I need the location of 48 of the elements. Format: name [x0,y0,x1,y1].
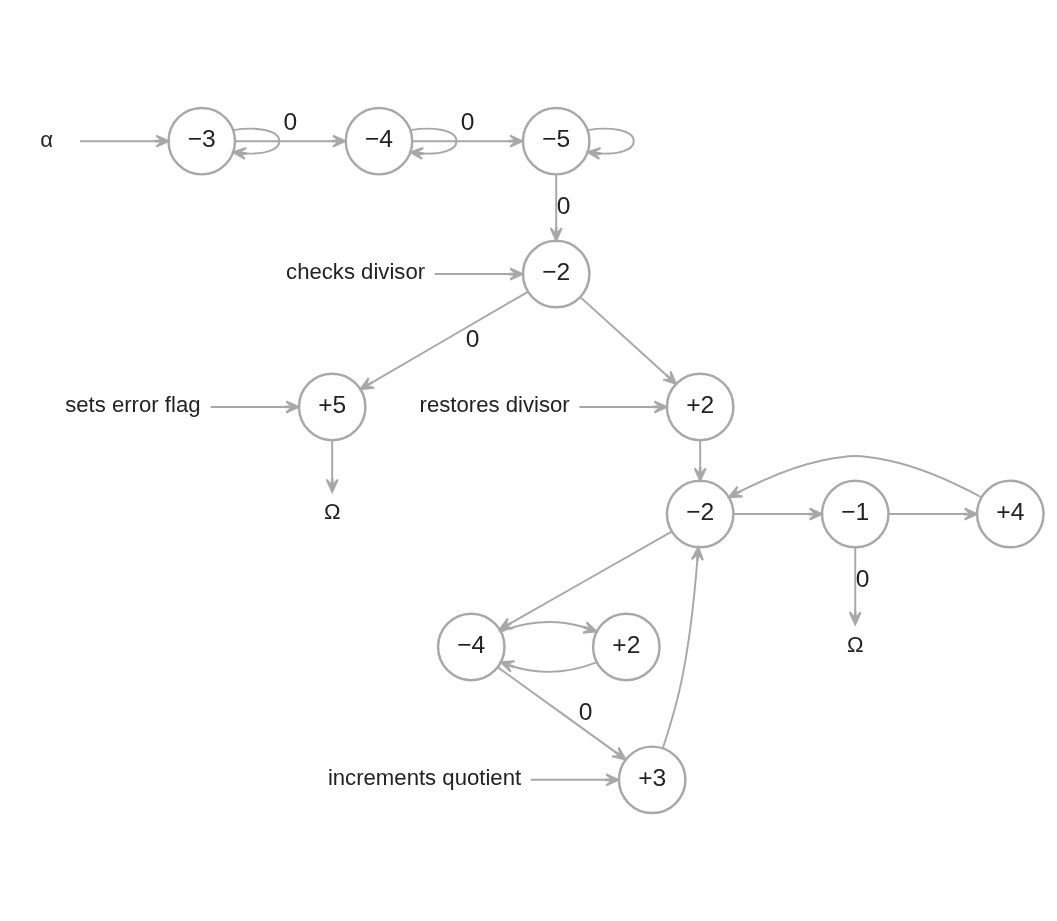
node-circle: −1 [820,479,890,549]
node-circle: −5 [521,106,591,176]
node-circle: −2 [665,479,735,549]
node-circle: +4 [975,479,1045,549]
arrow [409,127,458,160]
node-text: increments quotient [327,765,522,791]
node-circle: +3 [617,745,687,815]
node-text: checks divisor [286,259,426,285]
node-circle: −2 [521,239,591,309]
node-circle: −4 [344,106,414,176]
arrow [529,773,620,787]
arrow [411,134,524,148]
edge-label: 0 [460,108,475,136]
node-text: Ω [846,632,864,658]
arrow [232,127,281,160]
edge-label: 0 [283,108,298,136]
node-circle: +2 [665,372,735,442]
arrow [499,621,598,634]
arrow [579,296,677,385]
arrow [549,173,563,242]
node-circle: +5 [297,372,367,442]
edge-label: 0 [556,191,571,219]
arrow [693,439,707,482]
arrow [586,127,635,160]
arrow [79,134,170,148]
node-text: α [40,126,54,152]
edge-label: 0 [855,564,870,592]
node-circle: −4 [436,612,506,682]
arrow [209,400,300,414]
node-circle: −3 [167,106,237,176]
arrow [728,454,983,499]
node-circle: +2 [591,612,661,682]
arrow [499,660,598,673]
arrow [578,400,668,414]
arrow [433,267,524,281]
edge-label: 0 [578,697,593,725]
arrow [359,290,529,391]
node-text: Ω [323,499,341,525]
arrow [325,439,339,493]
arrow [497,666,627,761]
arrow [887,507,978,521]
node-text: sets error flag [65,392,201,418]
arrow [732,507,823,521]
node-text: restores divisor [419,392,570,418]
edge-label: 0 [465,324,480,352]
arrow [234,134,347,148]
arrow [661,546,704,749]
arrow [848,546,862,626]
